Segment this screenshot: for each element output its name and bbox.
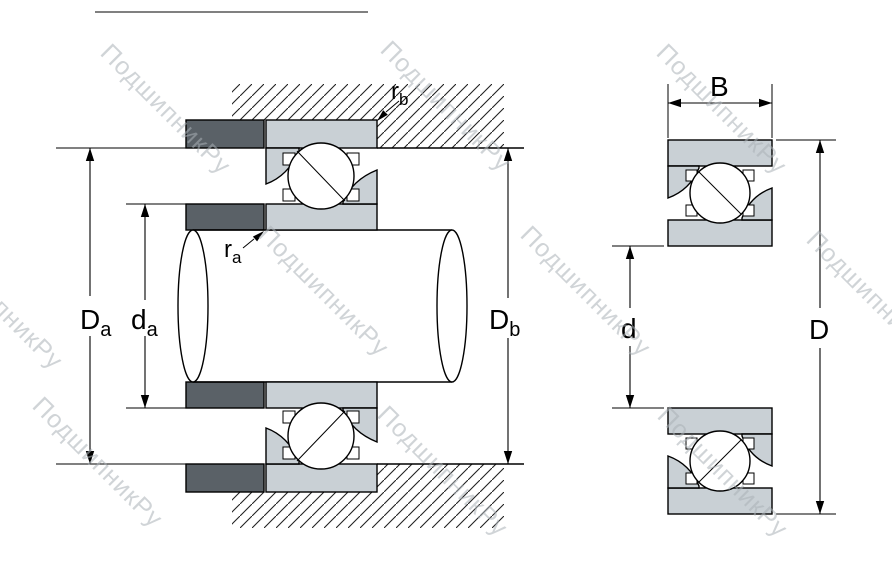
- housing-hatch-top: [232, 84, 504, 148]
- bearing-upper-half: [265, 119, 378, 231]
- dim-label-Db: Db: [489, 304, 520, 341]
- outer-spacer-bottom: [185, 463, 265, 493]
- dimension-arrowheads: [85, 98, 825, 514]
- watermark-text: ПодшипникРу: [253, 221, 395, 363]
- bearing-section-view: [667, 139, 773, 515]
- outer-spacer-top: [185, 119, 265, 149]
- inner-spacer-bottom: [185, 381, 265, 409]
- dimension-lines: Da da Db d D B rb ra: [56, 71, 840, 515]
- dim-label-D: D: [809, 314, 829, 345]
- dim-label-rb: rb: [391, 78, 408, 109]
- shaft-end-right: [436, 229, 468, 383]
- bearing-lower-half: [265, 381, 378, 493]
- ball2-bottom-contact-line: [698, 439, 742, 483]
- dim-label-B: B: [710, 71, 729, 102]
- outer-ring2-bottom: [667, 487, 773, 515]
- dim-label-d: d: [621, 313, 637, 344]
- ball-bottom-contact-line: [296, 410, 346, 462]
- watermark-text: ПодшипникРу: [27, 392, 169, 534]
- inner-ring-bottom: [265, 381, 378, 409]
- assembly-section-view: [95, 11, 524, 528]
- dim-label-ra: ra: [224, 236, 242, 267]
- outer-ring2-top: [667, 139, 773, 167]
- housing-hatch-bottom: [232, 464, 504, 528]
- bearing2-upper-half: [667, 139, 773, 247]
- dim-label-Da: Da: [80, 304, 112, 341]
- inner-ring2-top: [667, 219, 773, 247]
- watermark-text: ПодшипникРу: [515, 221, 657, 363]
- watermark-text: ПодшипникРу: [95, 39, 237, 181]
- ball2-top-contact-line: [698, 171, 742, 215]
- dim-label-da: da: [131, 304, 159, 341]
- shaft-end-left: [177, 229, 209, 383]
- leader-ra: ra: [224, 231, 264, 267]
- leader-rb: rb: [377, 78, 408, 121]
- inner-spacer-top: [185, 203, 265, 231]
- watermark-text: ПодшипникРу: [0, 234, 68, 376]
- bearing2-lower-half: [667, 407, 773, 515]
- ball-top-contact-line: [296, 150, 346, 202]
- inner-ring2-bottom: [667, 407, 773, 435]
